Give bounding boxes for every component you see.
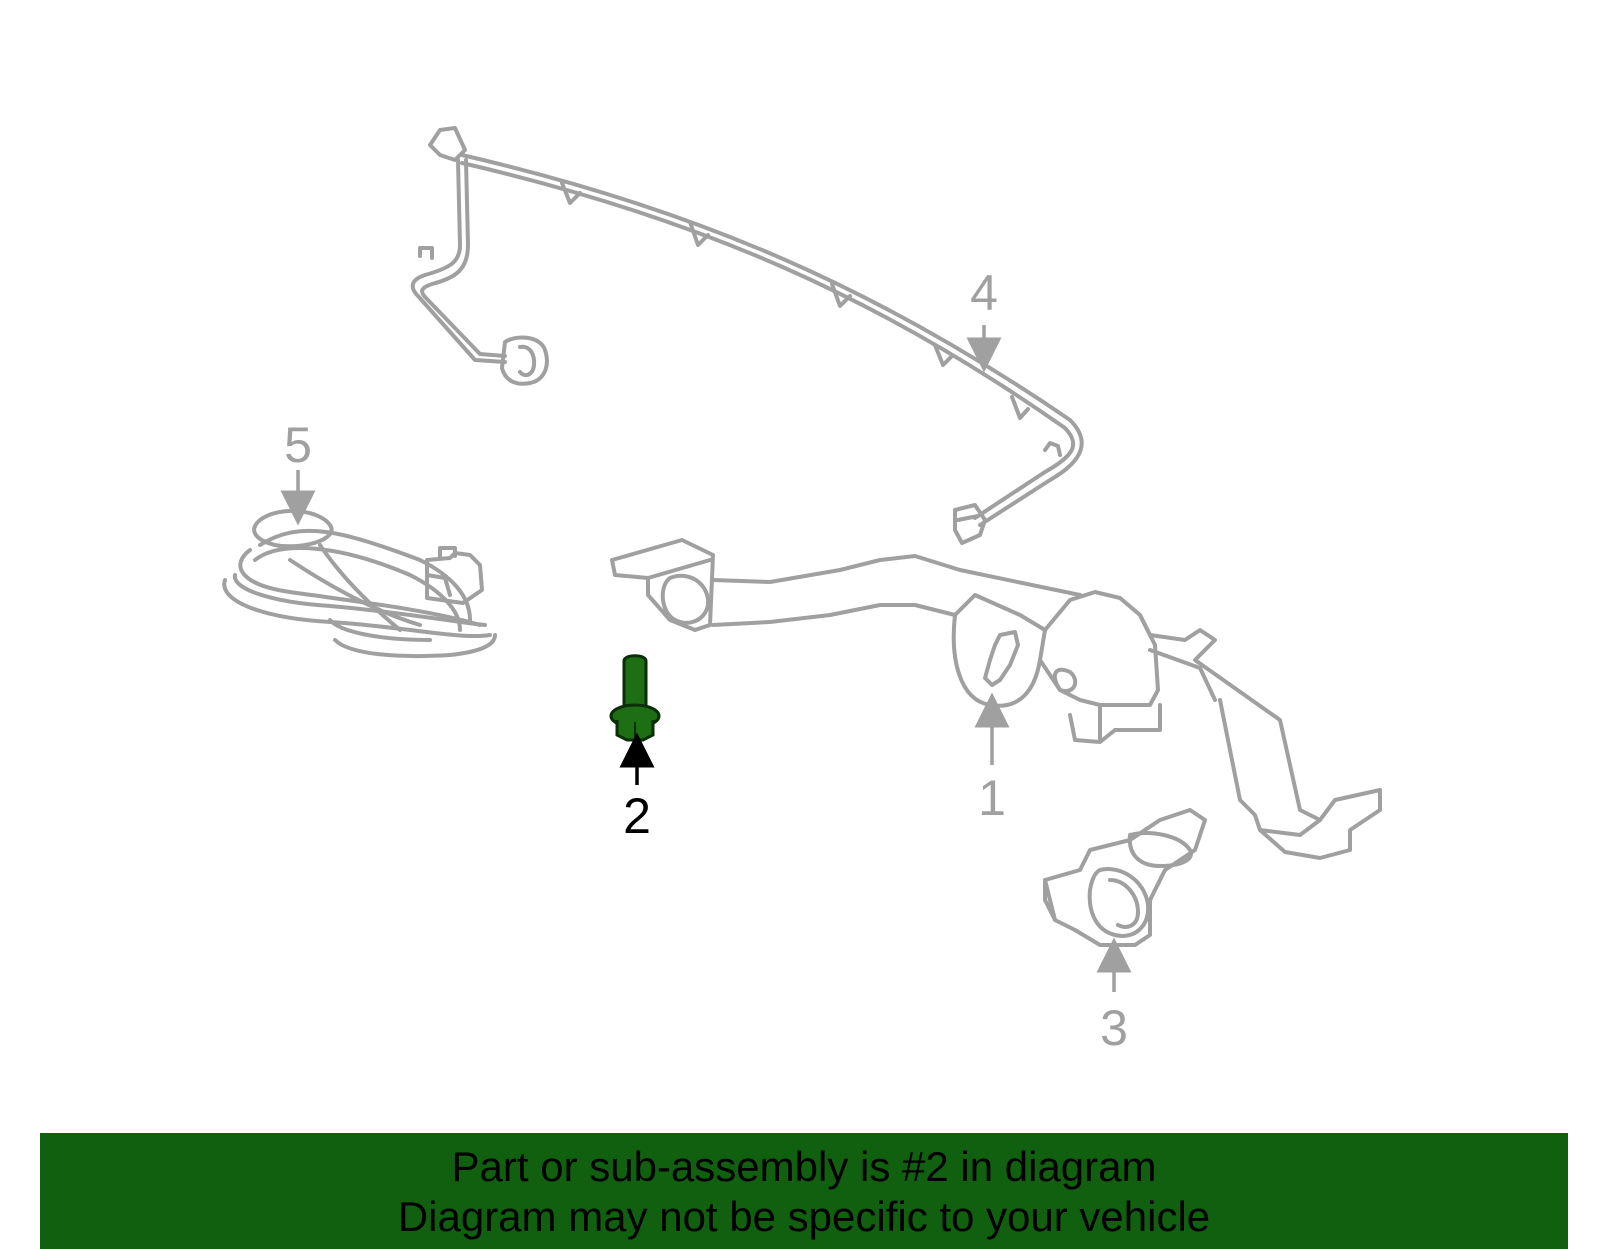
banner-line-1: Part or sub-assembly is #2 in diagram bbox=[451, 1143, 1157, 1190]
part-2-bolt bbox=[609, 654, 661, 742]
bolt-shank bbox=[622, 654, 648, 714]
part-1-hitch-assembly bbox=[610, 538, 1382, 860]
info-banner: Part or sub-assembly is #2 in diagram Di… bbox=[40, 1133, 1568, 1249]
callout-3-number: 3 bbox=[1100, 1000, 1128, 1056]
callout-1-number: 1 bbox=[978, 770, 1006, 826]
part-5-wiring-bundle bbox=[222, 508, 497, 659]
callout-5-number: 5 bbox=[284, 417, 312, 473]
callout-2: 2 bbox=[619, 732, 655, 844]
part-3-bracket bbox=[1043, 808, 1207, 947]
callout-1: 1 bbox=[974, 692, 1010, 826]
callout-4: 4 bbox=[966, 265, 1002, 373]
callout-2-number: 2 bbox=[623, 788, 651, 844]
callout-3: 3 bbox=[1096, 937, 1132, 1056]
part-4-wiring-harness bbox=[410, 126, 1084, 545]
callout-4-number: 4 bbox=[970, 265, 998, 321]
banner-line-2: Diagram may not be specific to your vehi… bbox=[397, 1193, 1211, 1240]
callout-5: 5 bbox=[280, 417, 316, 526]
